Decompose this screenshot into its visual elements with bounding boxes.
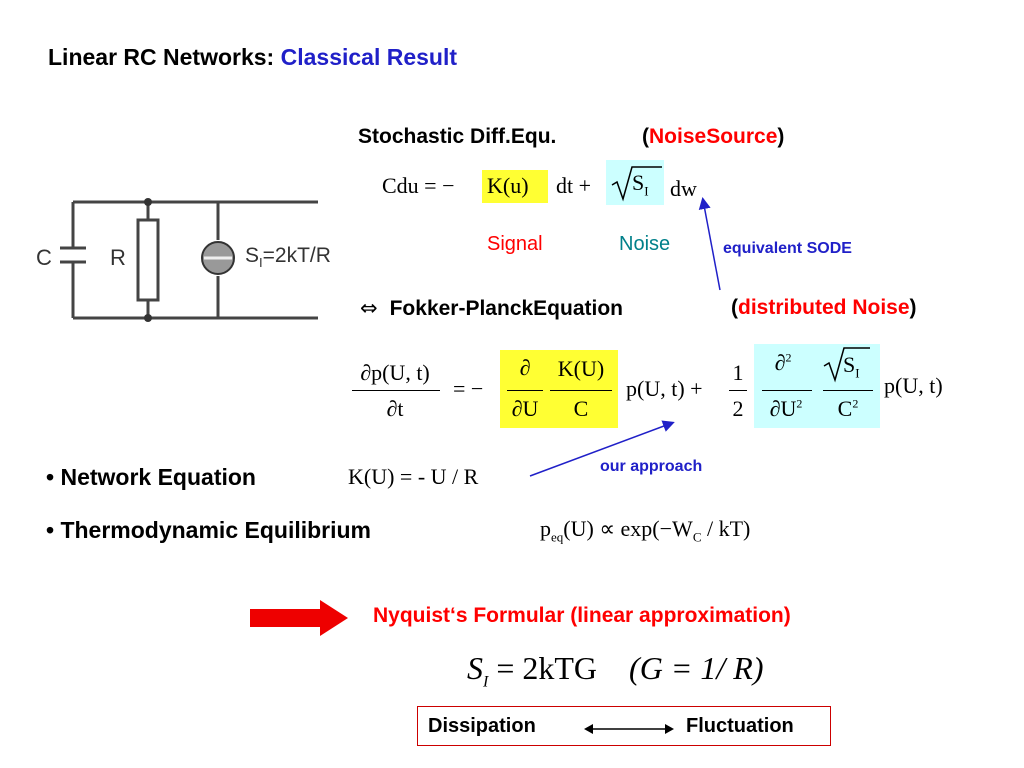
fp-half-num: 1 — [732, 360, 744, 385]
fp-c2-den: C2 — [837, 396, 859, 421]
fp-d-bar — [507, 390, 543, 391]
our-approach-label: our approach — [600, 458, 703, 475]
fp-p1: p(U, t) + — [626, 376, 703, 401]
signal-label: Signal — [487, 233, 543, 255]
sode-lhs: Cdu = − — [382, 173, 455, 198]
fp-s-bar — [823, 390, 873, 391]
noise-source-label: SI=2kT/R — [245, 244, 331, 271]
title-main: Linear RC Networks: — [48, 44, 275, 70]
distributed-noise-annotation: (distributed Noise) — [731, 296, 917, 319]
fp-half-den: 2 — [732, 396, 744, 421]
equivalence-icon: ⇔ — [360, 296, 378, 320]
equivalent-sode-label: equivalent SODE — [723, 240, 852, 257]
fp-d2-bar — [762, 390, 812, 391]
fp-s-num: SI — [843, 352, 860, 381]
fp-lhs-den: ∂t — [386, 396, 404, 421]
fp-d2-num: ∂2 — [774, 350, 792, 375]
bullet-network-equation: • Network Equation — [46, 464, 256, 490]
title-accent: Classical Result — [280, 44, 458, 70]
capacitor-label: C — [36, 245, 52, 270]
red-arrow-icon — [250, 600, 348, 636]
equilibrium-formula: peq(U) ∝ exp(−WC / kT) — [540, 516, 751, 545]
page-title: Linear RC Networks: Classical Result — [48, 44, 457, 71]
sode-sqrt-s: SI — [632, 170, 649, 199]
nyquist-formula: SI = 2kTG (G = 1/ R) — [467, 650, 764, 691]
rc-circuit-diagram — [60, 198, 318, 322]
fp-d-den: ∂U — [511, 396, 539, 421]
fp-d2-den: ∂U2 — [769, 396, 803, 421]
noise-label: Noise — [619, 233, 671, 255]
fp-lhs-num: ∂p(U, t) — [360, 360, 430, 385]
sode-heading: Stochastic Diff.Equ. — [358, 125, 557, 148]
dissipation-label: Dissipation — [428, 715, 536, 737]
fp-d-num: ∂ — [519, 355, 531, 380]
fp-k-bar — [550, 390, 612, 391]
sode-dw: dw — [670, 176, 697, 201]
fp-half-bar — [729, 390, 747, 391]
sode-dt: dt + — [556, 173, 592, 198]
network-equation-formula: K(U) = - U / R — [348, 464, 479, 489]
sode-ku: K(u) — [487, 173, 529, 198]
double-arrow-icon — [584, 724, 674, 734]
fp-sqrt-symbol — [823, 347, 870, 383]
bullet-thermodynamic-equilibrium: • Thermodynamic Equilibrium — [46, 517, 371, 543]
fp-eq: = − — [453, 376, 484, 401]
dissipation-fluctuation-box: Dissipation Fluctuation — [417, 706, 831, 746]
fp-lhs-bar — [352, 390, 440, 391]
drift-highlight — [500, 350, 618, 428]
fluctuation-label: Fluctuation — [686, 715, 794, 737]
sqrt-symbol — [611, 166, 662, 202]
diffusion-highlight — [754, 344, 880, 428]
noise-source-annotation: (NoiseSource) — [642, 125, 785, 148]
fp-p2: p(U, t) — [884, 373, 943, 398]
signal-highlight — [482, 170, 548, 203]
fokker-planck-heading: ⇔Fokker-PlanckEquation — [360, 296, 623, 320]
resistor-label: R — [110, 245, 126, 270]
fp-k-den: C — [573, 396, 589, 421]
nyquist-title: Nyquist‘s Formular (linear approximation… — [373, 604, 791, 627]
fp-k-num: K(U) — [557, 356, 605, 381]
